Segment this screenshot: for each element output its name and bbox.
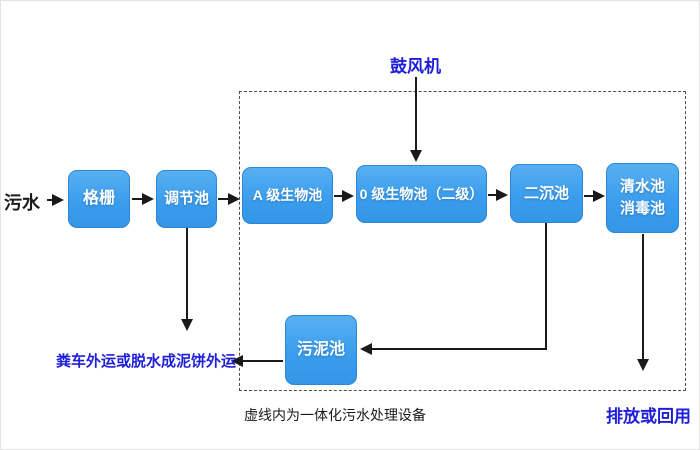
process-box-o-bio-tank: 0 级生物池（二级）	[356, 165, 487, 223]
process-box-clear-water-disinfection: 清水池 消毒池	[606, 163, 679, 233]
process-box-grid: 格栅	[68, 170, 130, 228]
process-box-a-bio-tank: A 级生物池	[242, 167, 333, 224]
clear-water-line1: 清水池	[619, 178, 665, 196]
dashed-box-caption: 虚线内为一体化污水处理设备	[244, 407, 426, 423]
blower-label: 鼓风机	[390, 57, 441, 76]
discharge-label: 排放或回用	[606, 407, 691, 426]
clear-water-line2: 消毒池	[619, 200, 665, 217]
process-box-secondary-sedimentation: 二沉池	[510, 164, 583, 223]
process-box-regulating-tank: 调节池	[156, 170, 217, 228]
process-box-sludge-tank: 污泥池	[285, 315, 357, 385]
influent-label: 污水	[4, 193, 40, 213]
integrated-equipment-dashed-boundary	[239, 91, 686, 391]
sludge-outlet-label: 粪车外运或脱水成泥饼外运	[56, 353, 237, 370]
